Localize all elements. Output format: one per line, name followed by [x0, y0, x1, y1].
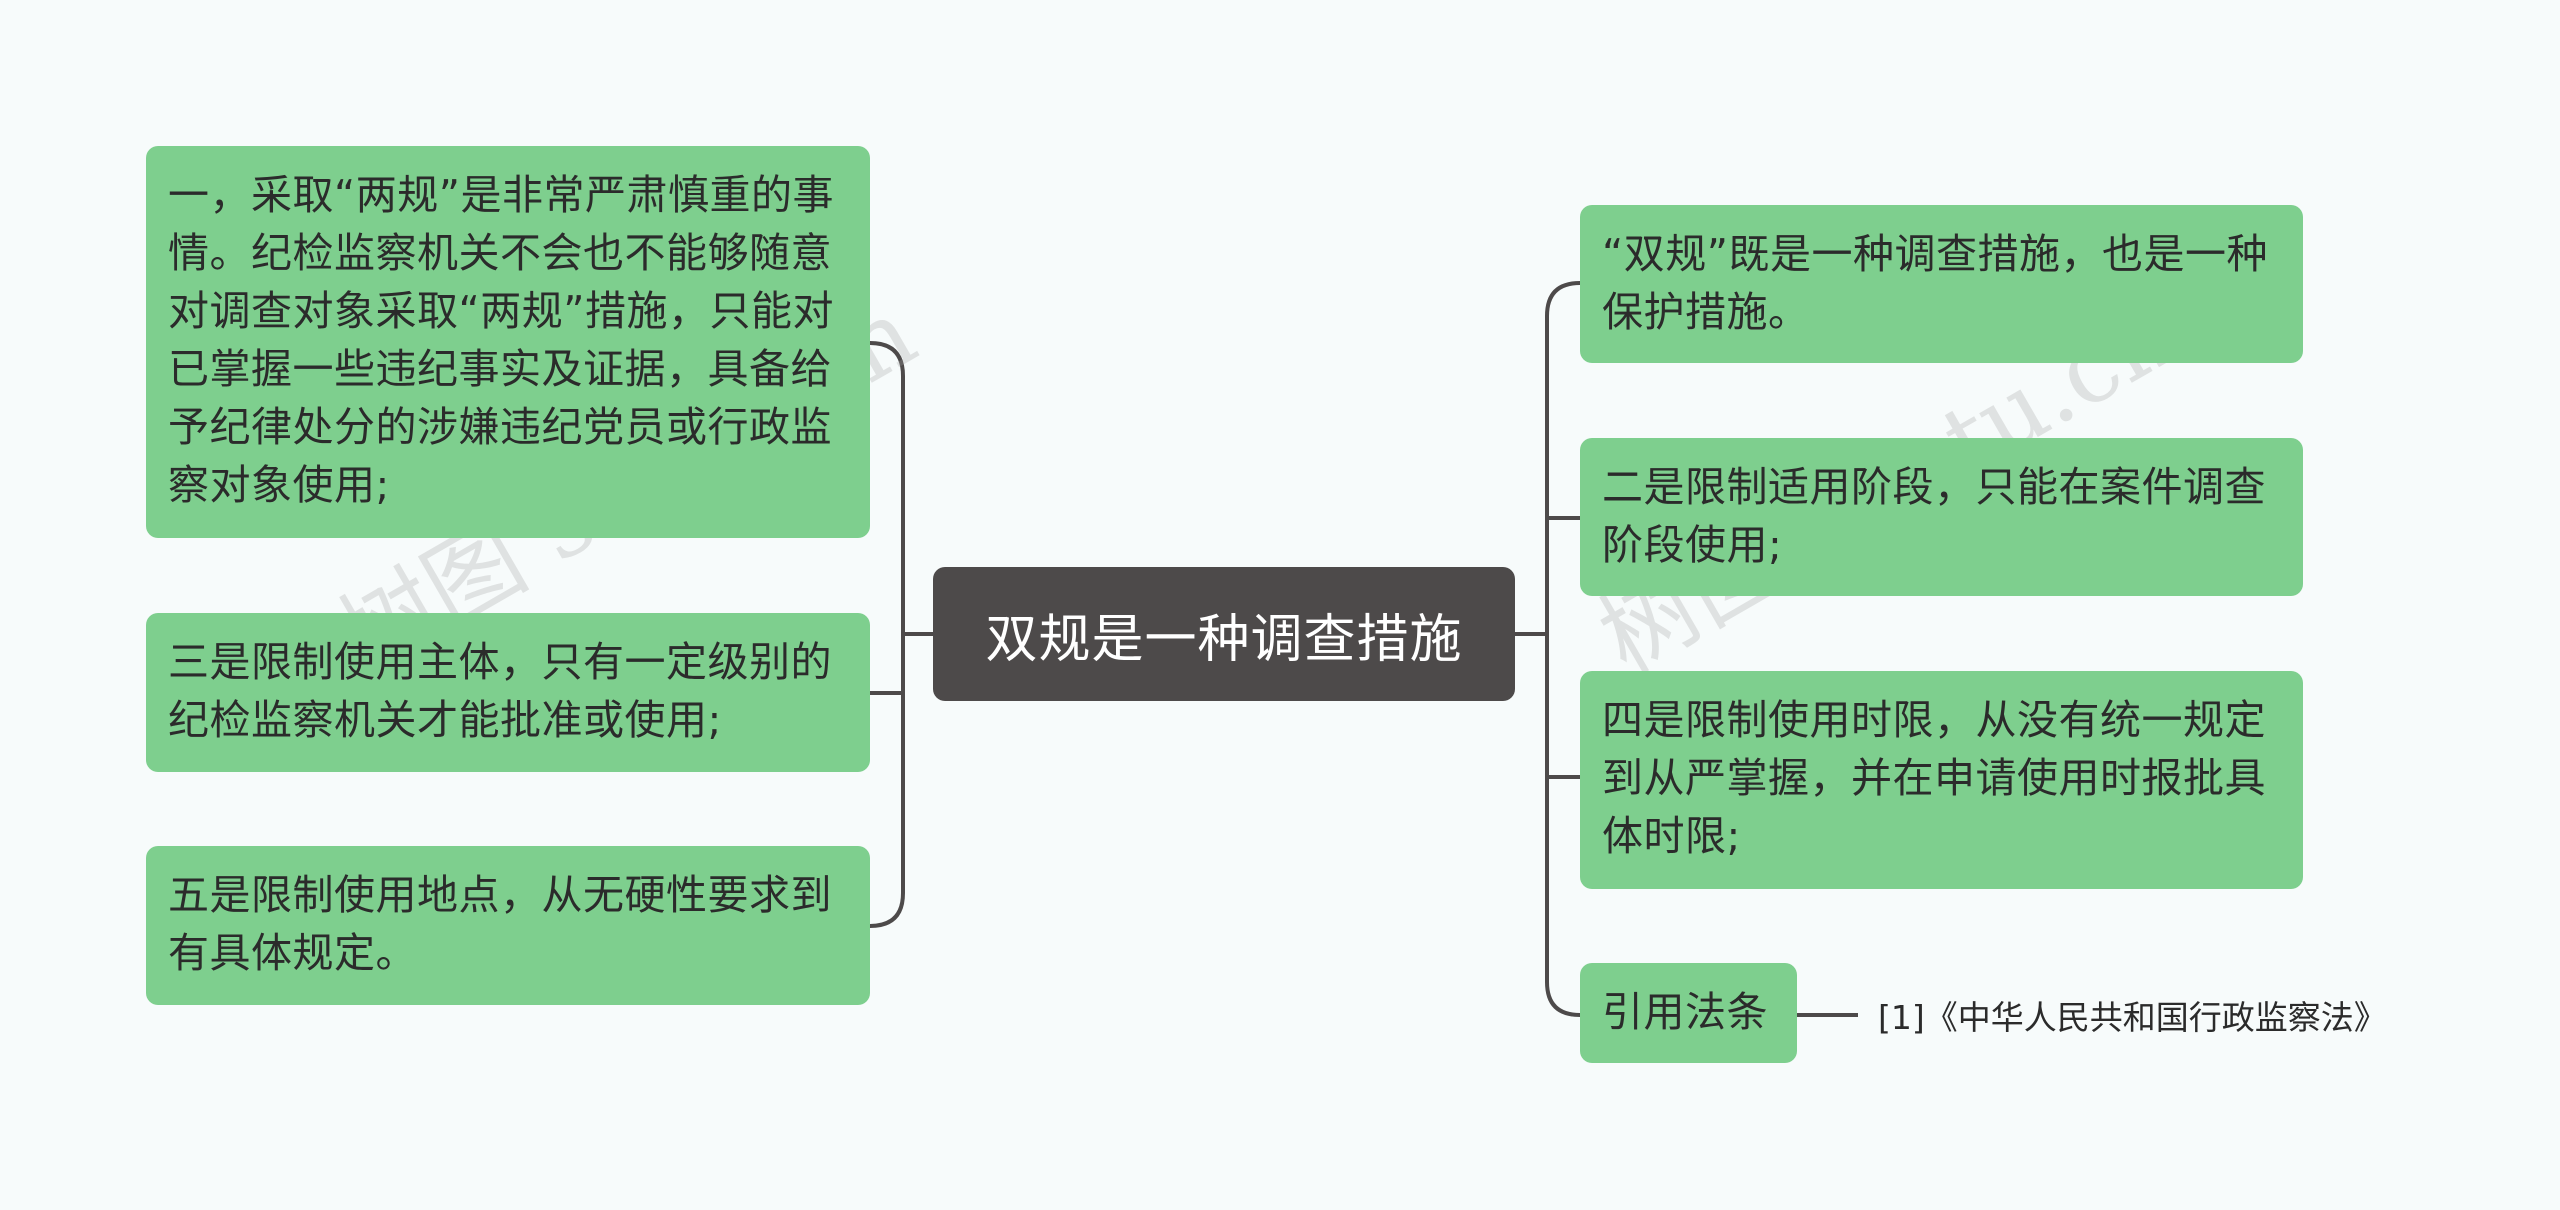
left-node-2[interactable]: 三是限制使用主体，只有一定级别的纪检监察机关才能批准或使用;: [146, 613, 870, 772]
left-node-3[interactable]: 五是限制使用地点，从无硬性要求到有具体规定。: [146, 846, 870, 1005]
left-node-1[interactable]: 一，采取“两规”是非常严肃慎重的事情。纪检监察机关不会也不能够随意对调查对象采取…: [146, 146, 870, 538]
root-node[interactable]: 双规是一种调查措施: [933, 567, 1515, 701]
connector-right-trunk: [1545, 281, 1581, 1017]
right-node-2[interactable]: 二是限制适用阶段，只能在案件调查阶段使用;: [1580, 438, 2303, 596]
right-node-4[interactable]: 引用法条: [1580, 963, 1797, 1063]
connector-left-trunk: [869, 341, 905, 928]
reference-text: [1]《中华人民共和国行政监察法》: [1878, 998, 2387, 1037]
right-node-3[interactable]: 四是限制使用时限，从没有统一规定到从严掌握，并在申请使用时报批具体时限;: [1580, 671, 2303, 889]
right-node-1[interactable]: “双规”既是一种调查措施，也是一种保护措施。: [1580, 205, 2303, 363]
